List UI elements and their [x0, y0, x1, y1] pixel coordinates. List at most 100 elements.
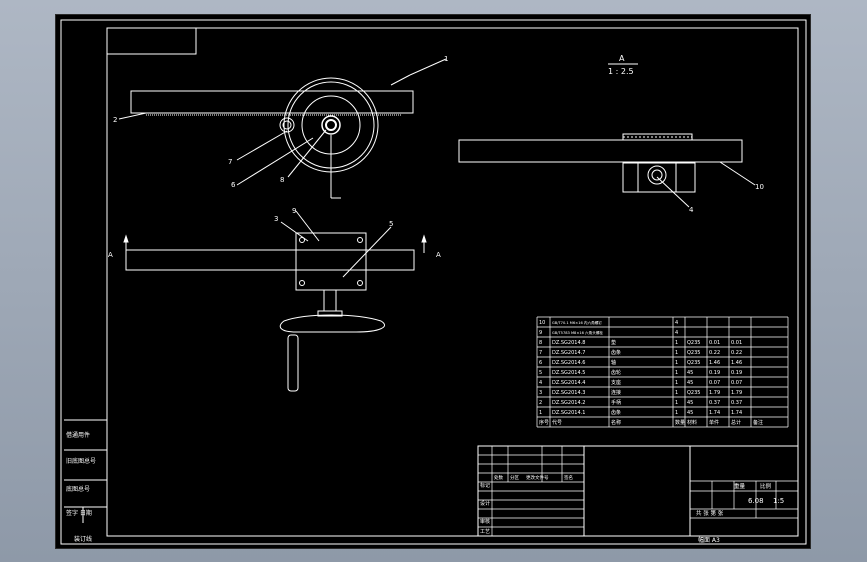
parts-cell-name: 轴 [611, 359, 616, 366]
tb-row-review: 审核 [480, 518, 490, 525]
gear-housing [295, 232, 367, 291]
parts-cell-code: GB/T5783 M8×16 六角头螺栓 [552, 330, 603, 335]
parts-cell-total: 0.19 [731, 370, 742, 376]
parts-cell-material: 45 [687, 400, 693, 406]
parts-cell-material: Q235 [687, 350, 700, 356]
parts-header-code: 代号 [552, 419, 562, 426]
parts-cell-unit: 1.46 [709, 360, 720, 366]
scale-value: 1:5 [773, 497, 784, 505]
parts-cell-qty: 1 [675, 370, 678, 376]
parts-cell-qty: 1 [675, 340, 678, 346]
parts-cell-name: 齿条 [611, 349, 621, 356]
parts-cell-code: DZ.SG2014.8 [552, 340, 585, 346]
parts-cell-qty: 1 [675, 350, 678, 356]
parts-cell-material: 45 [687, 370, 693, 376]
parts-cell-material: Q235 [687, 390, 700, 396]
parts-header-unit: 单件 [709, 419, 719, 426]
parts-cell-no: 10 [539, 320, 545, 326]
gear-pinion [279, 117, 295, 133]
parts-cell-code: GB/T70.1 M6×16 内六角螺钉 [552, 320, 602, 325]
parts-cell-total: 0.01 [731, 340, 742, 346]
title-block [477, 445, 799, 537]
parts-cell-unit: 1.74 [709, 410, 720, 416]
balloon-8: 8 [280, 176, 284, 184]
parts-cell-unit: 0.37 [709, 400, 720, 406]
section-mark-right: A [436, 251, 441, 259]
parts-cell-total: 1.46 [731, 360, 742, 366]
view-a-scale: 1 : 2.5 [608, 67, 634, 76]
tb-row-design: 设计 [480, 500, 490, 507]
parts-cell-name: 手柄 [611, 399, 621, 406]
parts-cell-no: 2 [539, 400, 542, 406]
parts-cell-no: 5 [539, 370, 542, 376]
inner-border [106, 27, 799, 537]
parts-cell-material: Q235 [687, 340, 700, 346]
parts-cell-unit: 0.22 [709, 350, 720, 356]
main-view [118, 58, 447, 199]
parts-cell-qty: 1 [675, 390, 678, 396]
section-mark-left: A [108, 251, 113, 259]
parts-cell-no: 1 [539, 410, 542, 416]
balloon-4: 4 [689, 206, 694, 214]
bottom-left-label: 装订线 [74, 535, 92, 543]
format-label: 幅面 A3 [698, 536, 720, 544]
parts-cell-no: 6 [539, 360, 542, 366]
assembly-drawing: 借通用件 旧底图总号 底图总号 签字 日期 装订线 1 2 7 6 8 A 1 … [60, 19, 807, 545]
scale-label: 比例 [760, 482, 772, 490]
balloon-1: 1 [444, 55, 448, 63]
parts-cell-total: 0.22 [731, 350, 742, 356]
parts-cell-no: 8 [539, 340, 542, 346]
parts-header-total: 总计 [731, 419, 741, 426]
parts-cell-qty: 1 [675, 400, 678, 406]
parts-header-name: 名称 [611, 419, 621, 426]
parts-cell-name: 齿轮 [611, 369, 621, 376]
parts-cell-code: DZ.SG2014.3 [552, 390, 585, 396]
parts-cell-total: 0.37 [731, 400, 742, 406]
balloon-10: 10 [755, 183, 764, 191]
sheet-info: 共 张 第 张 [696, 509, 724, 517]
tb-col-zone: 分区 [510, 474, 519, 481]
parts-cell-code: DZ.SG2014.7 [552, 350, 585, 356]
parts-cell-qty: 4 [675, 320, 678, 326]
side-label-2: 旧底图总号 [66, 457, 96, 465]
view-a-rack [458, 139, 743, 163]
crank-arm [279, 314, 386, 333]
parts-cell-qty: 1 [675, 380, 678, 386]
parts-cell-no: 7 [539, 350, 542, 356]
parts-cell-code: DZ.SG2014.5 [552, 370, 585, 376]
crank-grip [287, 334, 299, 392]
parts-header-material: 材料 [687, 419, 697, 426]
parts-cell-name: 齿条 [611, 409, 621, 416]
balloon-9: 9 [292, 207, 296, 215]
parts-cell-unit: 0.19 [709, 370, 720, 376]
weight-label: 重量 [734, 482, 746, 490]
parts-cell-no: 3 [539, 390, 542, 396]
cad-drawing-viewport[interactable]: 借通用件 旧底图总号 底图总号 签字 日期 装订线 1 2 7 6 8 A 1 … [55, 14, 811, 549]
side-label-1: 借通用件 [66, 431, 90, 439]
parts-cell-unit: 0.01 [709, 340, 720, 346]
parts-cell-code: DZ.SG2014.2 [552, 400, 585, 406]
tb-col-doc: 更改文件号 [526, 474, 549, 481]
side-label-4: 签字 日期 [66, 509, 92, 517]
balloon-7: 7 [228, 158, 232, 166]
parts-cell-qty: 4 [675, 330, 678, 336]
parts-cell-unit: 0.07 [709, 380, 720, 386]
parts-cell-total: 1.79 [731, 390, 742, 396]
parts-cell-code: DZ.SG2014.4 [552, 380, 585, 386]
parts-header-qty: 数量 [675, 419, 685, 426]
parts-cell-no: 4 [539, 380, 542, 386]
drawing-number-box [106, 27, 197, 55]
parts-cell-total: 1.74 [731, 410, 742, 416]
tb-row-mark: 标记 [480, 482, 490, 489]
parts-cell-unit: 1.79 [709, 390, 720, 396]
parts-cell-qty: 1 [675, 410, 678, 416]
parts-header-no: 序号 [539, 419, 549, 426]
side-block [64, 419, 107, 523]
parts-cell-name: 连接 [611, 389, 621, 396]
view-a-support [622, 162, 696, 193]
parts-cell-material: Q235 [687, 360, 700, 366]
parts-cell-qty: 1 [675, 360, 678, 366]
parts-cell-material: 45 [687, 410, 693, 416]
balloon-2: 2 [113, 116, 117, 124]
